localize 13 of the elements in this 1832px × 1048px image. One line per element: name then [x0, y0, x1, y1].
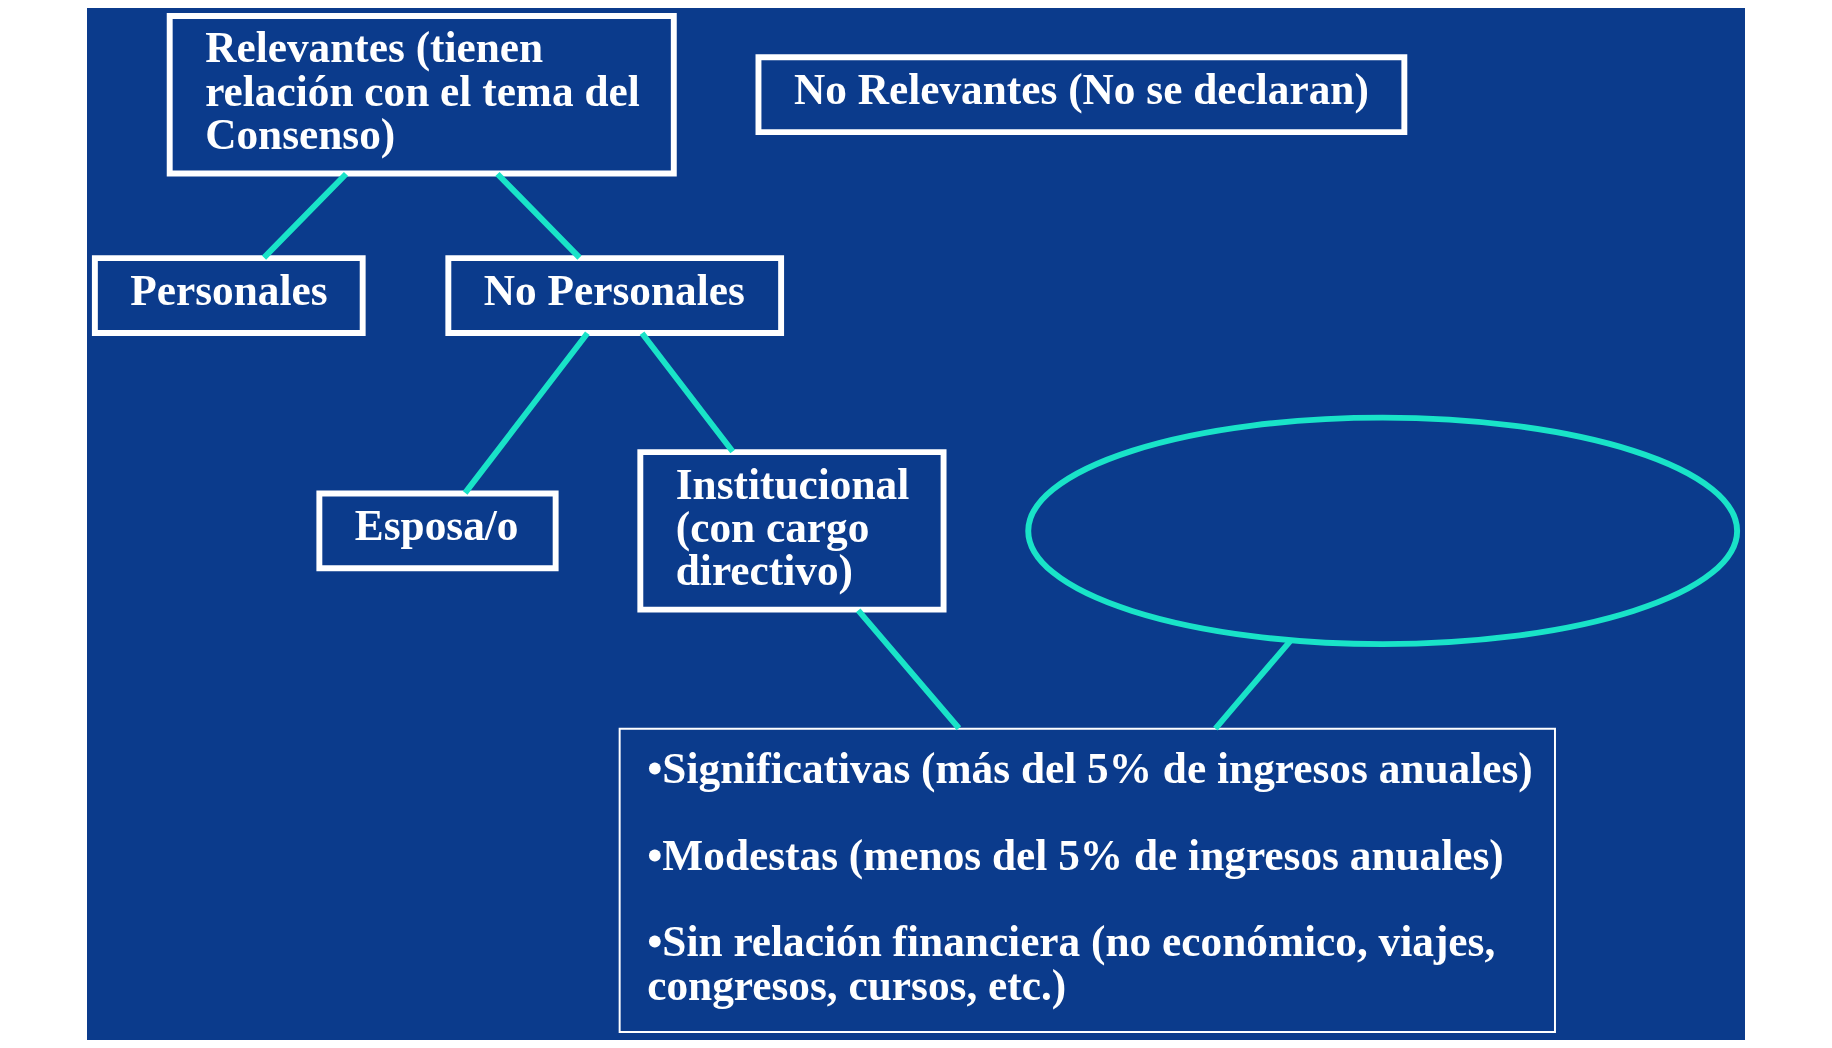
- connector: [855, 608, 962, 731]
- connector: [462, 331, 590, 495]
- node-box: Personales: [91, 255, 366, 336]
- connector: [261, 171, 349, 260]
- node-box: Institucional (con cargo directivo): [637, 449, 947, 613]
- node-box: Esposa/o: [316, 490, 559, 572]
- node-ellipse: [1025, 414, 1741, 648]
- node-box: No Relevantes (No se declaran): [755, 54, 1408, 136]
- connector: [495, 171, 582, 260]
- node-box: •Significativas (más del 5% de ingresos anuales) •Modestas (menos del 5% de ingresos anuales) •Sin relación financiera (no económico, viajes, congresos, cursos, etc.): [618, 727, 1556, 1033]
- node-box: No Personales: [445, 255, 785, 336]
- connector: [639, 331, 735, 454]
- node-box: Relevantes (tienen relación con el tema del Consenso): [166, 13, 677, 177]
